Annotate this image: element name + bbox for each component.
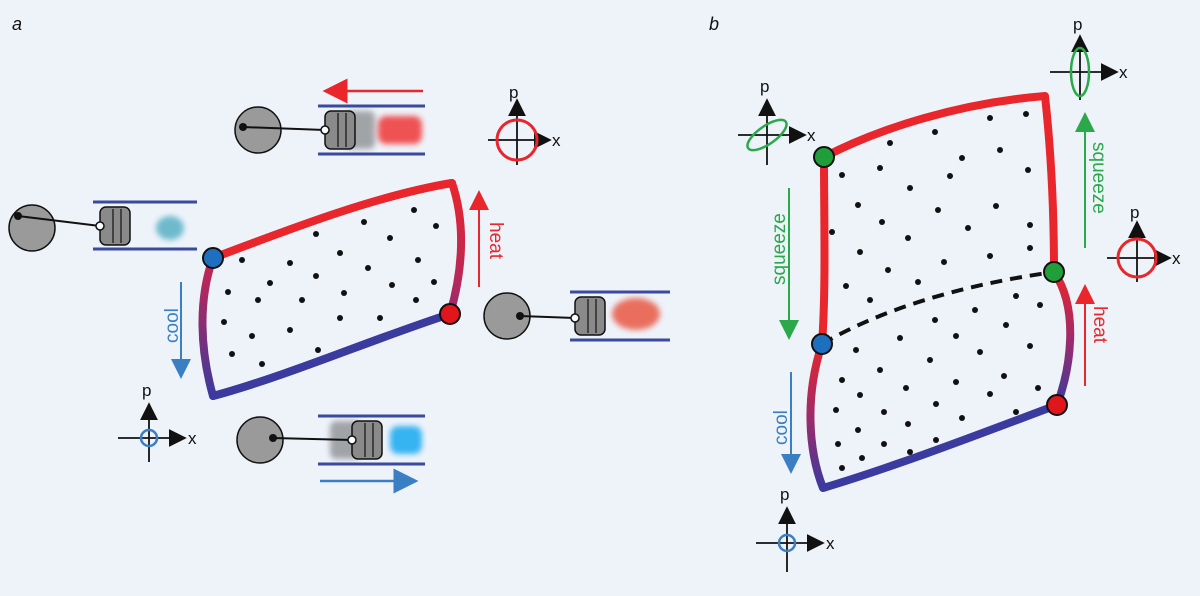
heat-label-a: heat	[485, 222, 506, 260]
axis-x-label: x	[807, 126, 816, 145]
axis-x-label: x	[188, 429, 197, 448]
axis-x-label: x	[552, 131, 561, 150]
axis-x-label: x	[1119, 63, 1128, 82]
axis-x-label: x	[826, 534, 835, 553]
state-node-red-b	[1046, 394, 1068, 416]
panel-label-b: b	[709, 14, 719, 34]
phase-space-ellipse-icon: x p	[738, 77, 816, 165]
state-node-green-b-left	[813, 146, 835, 168]
piston-engine-icon	[8, 200, 197, 252]
axis-p-label: p	[780, 485, 789, 504]
phase-space-circle-icon: x p	[756, 485, 835, 572]
cycle-loop-b	[806, 92, 1075, 492]
phase-space-circle-icon: x p	[118, 381, 197, 462]
axis-p-label: p	[509, 83, 518, 102]
cool-label-a: cool	[162, 308, 183, 343]
axis-x-label: x	[1172, 249, 1181, 268]
state-node-green-b-right	[1043, 261, 1065, 283]
axis-p-label: p	[1130, 203, 1139, 222]
phase-space-circle-icon: x p	[488, 83, 561, 165]
squeeze-label-left: squeeze	[769, 213, 790, 285]
state-node-red-a	[439, 303, 461, 325]
piston-engine-icon	[483, 290, 670, 342]
axis-p-label: p	[142, 381, 151, 400]
phase-space-ellipse-icon: x p	[1050, 15, 1128, 100]
axis-p-label: p	[760, 77, 769, 96]
cool-label-b: cool	[771, 410, 792, 445]
axis-p-label: p	[1073, 15, 1082, 34]
cycle-loop-a	[198, 179, 466, 400]
squeeze-label-right: squeeze	[1088, 142, 1109, 214]
panel-label-a: a	[12, 14, 22, 34]
heat-label-b: heat	[1089, 306, 1110, 344]
piston-engine-icon	[234, 78, 425, 156]
state-node-blue-a	[202, 247, 224, 269]
piston-engine-icon	[236, 414, 425, 494]
particle-dots-b	[829, 111, 1043, 471]
particle-dots-a	[221, 207, 439, 367]
phase-space-circle-icon: x p	[1107, 203, 1181, 282]
state-node-blue-b	[811, 333, 833, 355]
